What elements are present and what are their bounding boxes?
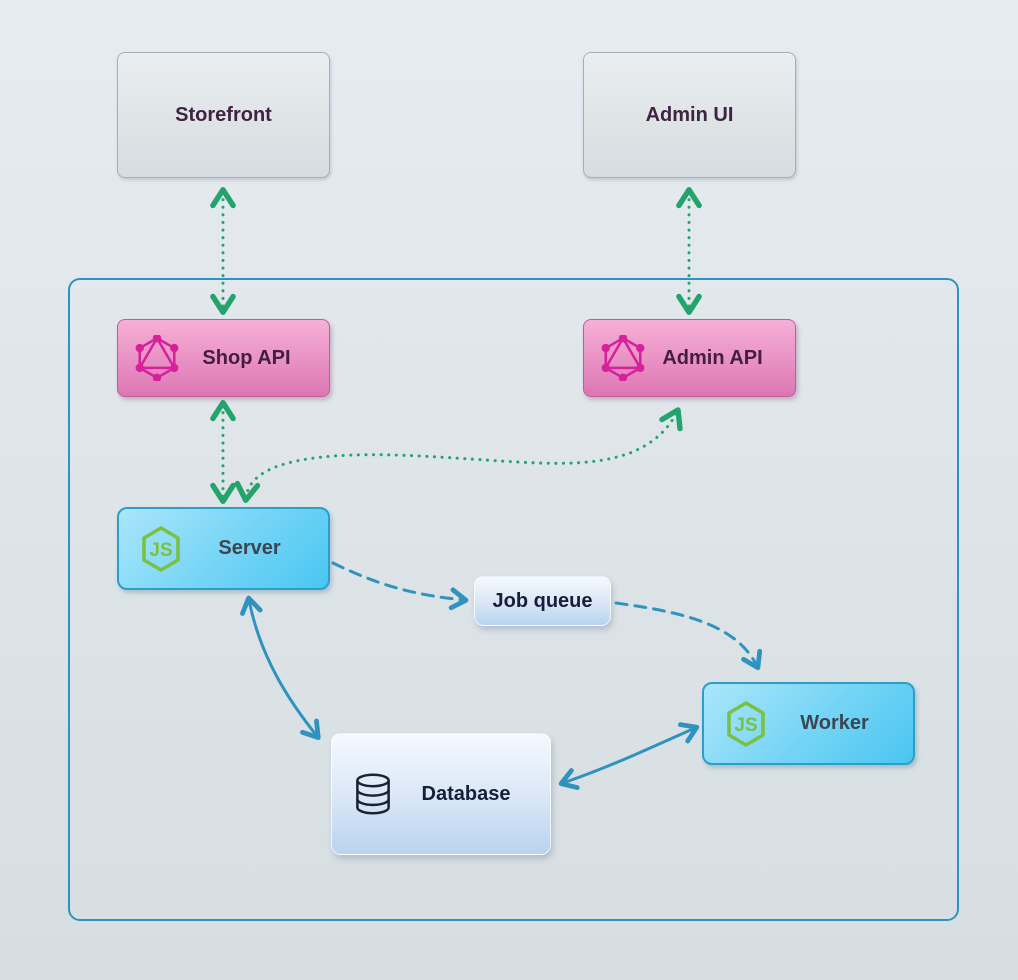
- admin-ui-label: Admin UI: [645, 103, 734, 126]
- storefront-label: Storefront: [175, 103, 272, 126]
- server-label: Server: [218, 537, 281, 559]
- graphql-icon: [134, 335, 180, 381]
- node-shop-api: Shop API: [117, 319, 330, 397]
- graphql-icon: [600, 335, 646, 381]
- node-server: JS Server: [117, 507, 330, 590]
- node-job-queue: Job queue: [474, 576, 611, 626]
- svg-text:JS: JS: [734, 715, 757, 736]
- worker-label: Worker: [800, 712, 869, 734]
- node-admin-api: Admin API: [583, 319, 796, 397]
- shop-api-label: Shop API: [202, 346, 291, 369]
- node-admin-ui: Admin UI: [583, 52, 796, 178]
- job-queue-label: Job queue: [492, 589, 593, 612]
- database-label: Database: [421, 782, 511, 805]
- node-database: Database: [331, 733, 551, 855]
- nodejs-icon: JS: [720, 698, 772, 750]
- admin-api-label: Admin API: [662, 346, 763, 369]
- backend-container-box: [68, 278, 959, 921]
- nodejs-icon: JS: [135, 523, 187, 575]
- node-storefront: Storefront: [117, 52, 330, 178]
- database-icon: [348, 769, 398, 819]
- node-worker: JS Worker: [702, 682, 915, 765]
- svg-text:JS: JS: [149, 540, 172, 561]
